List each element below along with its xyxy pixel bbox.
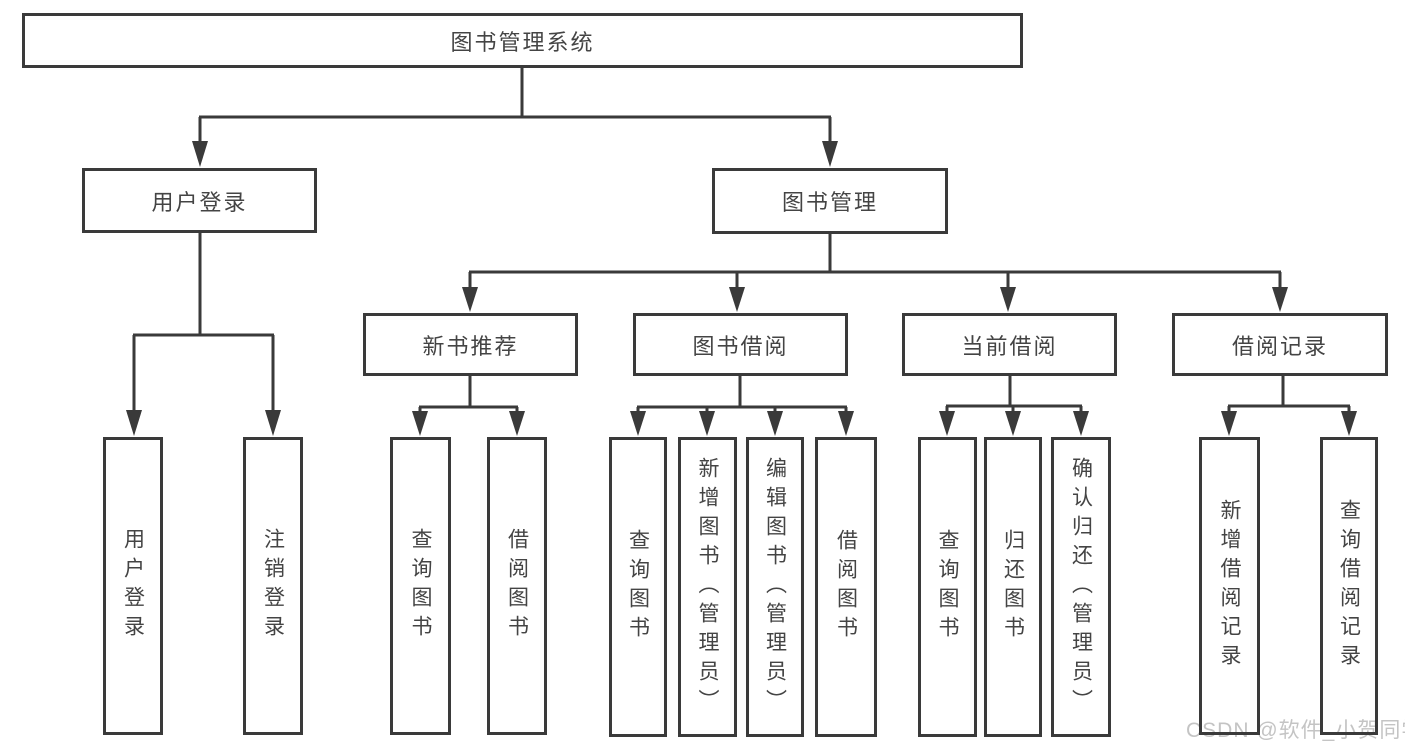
csdn-watermark: CSDN @软件_小贺同学: [1186, 719, 1405, 742]
node-book-management: 图书管理: [712, 168, 948, 234]
leaf-query-books-current: 查询图书: [918, 437, 977, 737]
node-user-login: 用户登录: [82, 168, 317, 233]
node-borrowing-records: 借阅记录: [1172, 313, 1388, 376]
node-label: 确认归还（管理员）: [1069, 456, 1093, 718]
leaf-borrow-books-recommend: 借阅图书: [487, 437, 547, 735]
leaf-add-borrow-record: 新增借阅记录: [1199, 437, 1260, 735]
node-label: 借阅记录: [1231, 333, 1328, 359]
node-library-management-system: 图书管理系统: [22, 13, 1023, 68]
node-label: 图书管理: [781, 190, 878, 215]
leaf-add-book-admin: 新增图书（管理员）: [678, 437, 737, 737]
node-label: 查询图书: [626, 529, 650, 645]
node-label: 用户登录: [121, 528, 145, 644]
leaf-query-books-borrowing: 查询图书: [609, 437, 667, 737]
node-book-borrowing: 图书借阅: [633, 313, 848, 376]
leaf-edit-book-admin: 编辑图书（管理员）: [746, 437, 804, 737]
node-label: 查询图书: [409, 528, 432, 644]
node-new-book-recommend: 新书推荐: [363, 313, 578, 376]
node-label: 归还图书: [1001, 529, 1025, 645]
leaf-confirm-return-admin: 确认归还（管理员）: [1051, 437, 1111, 737]
node-label: 编辑图书（管理员）: [763, 456, 787, 718]
node-current-borrowing: 当前借阅: [902, 313, 1117, 376]
node-label: 查询图书: [936, 529, 959, 645]
node-label: 新增借阅记录: [1218, 499, 1241, 673]
node-label: 图书管理系统: [450, 29, 595, 55]
node-label: 注销登录: [261, 528, 285, 644]
leaf-query-borrow-record: 查询借阅记录: [1320, 437, 1378, 735]
leaf-borrow-books-borrowing: 借阅图书: [815, 437, 877, 737]
arrowheads: [126, 141, 1357, 436]
leaf-user-login: 用户登录: [103, 437, 163, 735]
leaf-logout: 注销登录: [243, 437, 303, 735]
node-label: 查询借阅记录: [1337, 499, 1361, 673]
node-label: 当前借阅: [961, 333, 1058, 359]
node-label: 借阅图书: [505, 528, 529, 644]
leaf-query-books-recommend: 查询图书: [390, 437, 451, 735]
node-label: 图书借阅: [692, 333, 789, 359]
leaf-return-book: 归还图书: [984, 437, 1042, 737]
node-label: 新增图书（管理员）: [696, 456, 719, 718]
node-label: 借阅图书: [834, 529, 858, 645]
node-label: 新书推荐: [422, 333, 519, 359]
node-label: 用户登录: [151, 189, 248, 215]
